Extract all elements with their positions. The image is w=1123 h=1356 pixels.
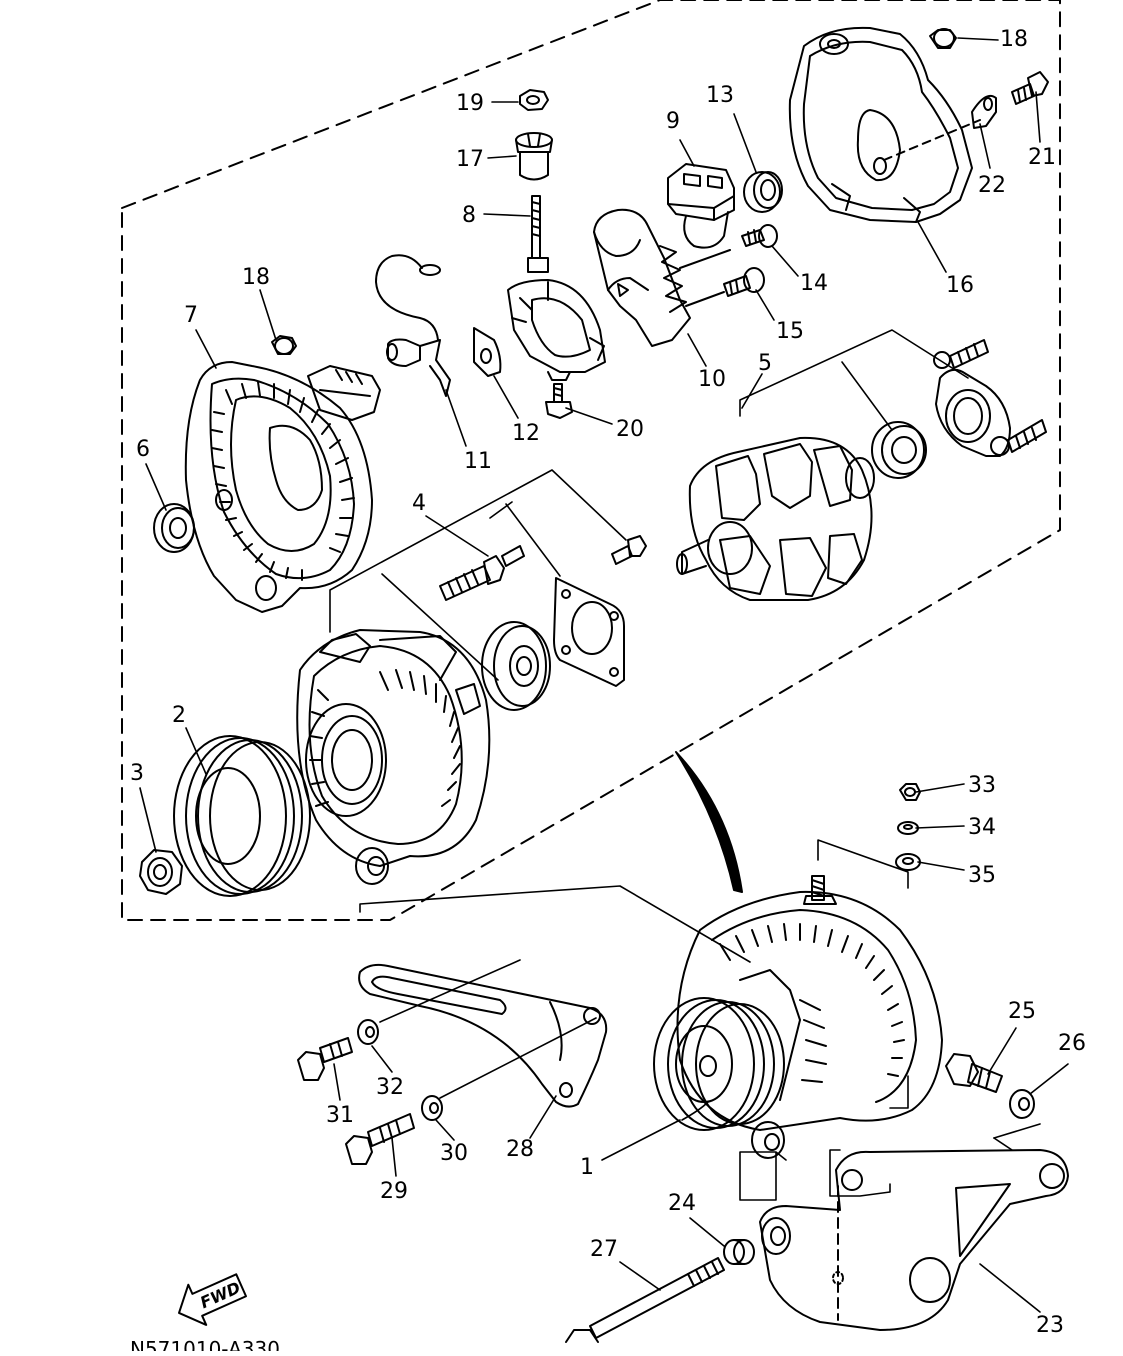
part-5-bearing-retainer — [933, 339, 1047, 457]
part-20-screw — [545, 383, 573, 419]
callout-28: 28 — [506, 1137, 534, 1162]
part-gasket-screw — [611, 535, 647, 565]
part-18-nut-top — [929, 28, 957, 49]
part-32-washer — [357, 1019, 379, 1045]
callout-27: 27 — [590, 1237, 618, 1262]
callout-25: 25 — [1008, 999, 1036, 1024]
part-gasket-plate — [553, 577, 625, 687]
callout-32: 32 — [376, 1075, 404, 1100]
callout-12: 12 — [512, 421, 540, 446]
callout-19: 19 — [456, 91, 484, 116]
part-9-connector — [667, 163, 735, 249]
part-24-collar — [723, 1239, 755, 1265]
part-13-collar — [743, 171, 783, 213]
part-5-bearing — [871, 421, 927, 479]
callout-26: 26 — [1058, 1031, 1086, 1056]
part-26-washer — [1009, 1089, 1035, 1119]
part-17-bush — [515, 132, 553, 181]
callout-1: 1 — [580, 1155, 594, 1180]
callout-5: 5 — [758, 351, 772, 376]
callout-34: 34 — [968, 815, 996, 840]
part-1-alternator-assembly — [653, 875, 943, 1159]
part-27-long-bolt — [565, 1257, 725, 1343]
assembly-bracket-lines — [329, 329, 1041, 1201]
part-center-housing — [296, 629, 491, 885]
part-7-front-housing — [184, 361, 381, 613]
part-22-terminal — [971, 94, 997, 129]
callout-16: 16 — [946, 273, 974, 298]
callout-11: 11 — [464, 449, 492, 474]
part-34-spring-washer — [897, 821, 919, 835]
callout-7: 7 — [184, 303, 198, 328]
callout-24: 24 — [668, 1191, 696, 1216]
callout-30: 30 — [440, 1141, 468, 1166]
part-front-bearing — [481, 621, 551, 711]
callout-4: 4 — [412, 491, 426, 516]
part-10-regulator — [593, 208, 731, 347]
callout-17: 17 — [456, 147, 484, 172]
part-6-seal — [153, 503, 195, 553]
callout-22: 22 — [978, 173, 1006, 198]
callout-35: 35 — [968, 863, 996, 888]
fwd-arrow: FWD — [178, 1273, 248, 1326]
assembly-boundary — [121, 0, 1061, 921]
callout-3: 3 — [130, 761, 144, 786]
callout-10: 10 — [698, 367, 726, 392]
callout-13: 13 — [706, 83, 734, 108]
part-16-rear-cover — [788, 26, 981, 223]
callout-21: 21 — [1028, 145, 1056, 170]
callout-33: 33 — [968, 773, 996, 798]
callout-15: 15 — [776, 319, 804, 344]
part-25-bolt — [945, 1053, 1003, 1093]
assembly-arrow — [675, 751, 743, 893]
callout-9: 9 — [666, 109, 680, 134]
part-21-screw — [1011, 71, 1049, 105]
callout-29: 29 — [380, 1179, 408, 1204]
part-8-rectifier — [507, 195, 606, 381]
callout-18-left: 18 — [242, 265, 270, 290]
callout-14: 14 — [800, 271, 828, 296]
part-15-screw — [723, 267, 765, 297]
part-35-washer — [895, 853, 921, 871]
part-12-insulator — [473, 327, 502, 377]
part-30-washer — [421, 1095, 443, 1121]
callout-20: 20 — [616, 417, 644, 442]
part-5-rotor — [676, 436, 875, 601]
callout-6: 6 — [136, 437, 150, 462]
part-19-nut — [519, 89, 549, 111]
callout-labels: 1 2 3 4 5 6 7 8 9 10 11 12 13 14 15 16 1… — [130, 27, 1086, 1338]
part-31-bolt — [297, 1037, 353, 1081]
callout-8: 8 — [462, 203, 476, 228]
part-28-stay — [358, 963, 608, 1108]
part-23-bracket — [759, 1149, 1069, 1331]
callout-23: 23 — [1036, 1313, 1064, 1338]
part-11-lead-wire — [375, 254, 451, 397]
part-29-bolt — [345, 1113, 415, 1165]
callout-31: 31 — [326, 1103, 354, 1128]
leader-lines — [139, 37, 1069, 1313]
part-18-nut-left — [271, 335, 297, 355]
callout-2: 2 — [172, 703, 186, 728]
callout-18-top: 18 — [1000, 27, 1028, 52]
part-2-pulley — [173, 735, 311, 897]
part-3-nut — [139, 849, 183, 895]
part-4-stud-bolt — [439, 545, 525, 601]
part-14-screw — [741, 224, 778, 248]
drawing-code: N571010-A330 — [130, 1337, 280, 1351]
